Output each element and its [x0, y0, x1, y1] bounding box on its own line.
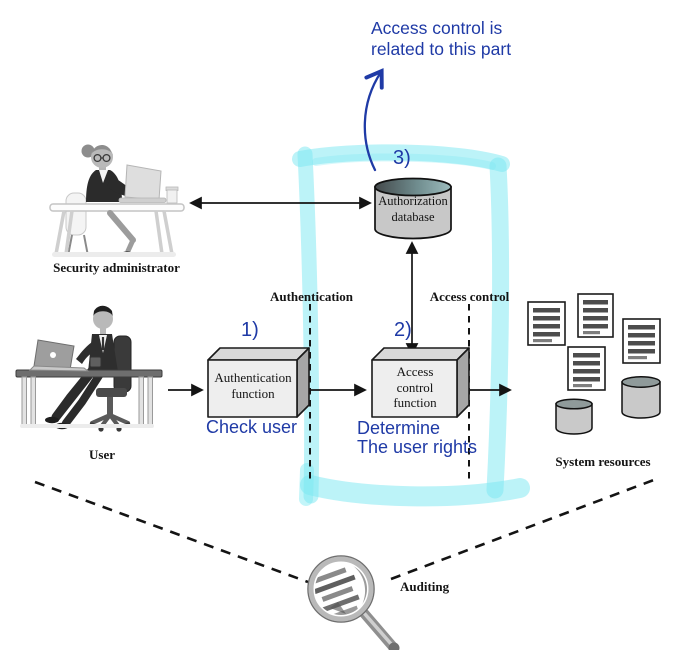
auditing-label: Auditing [400, 579, 450, 594]
user-person [45, 305, 118, 430]
user-label: User [89, 447, 115, 462]
user-desk [15, 369, 163, 378]
step-1-label: 1) [241, 319, 259, 341]
magnifier-icon [307, 555, 400, 650]
security-admin-illustration [49, 144, 185, 257]
determine-caption: Determine The user rights [357, 418, 478, 457]
check-user-caption: Check user [206, 417, 298, 437]
access-control-function-label: Access control function [393, 364, 437, 410]
admin-hair-bun [81, 144, 95, 158]
authentication-function-label: Authentication function [214, 370, 292, 401]
lens-text [315, 563, 367, 615]
system-resources-label: System resources [555, 454, 651, 469]
note-text: Access control is related to this part [371, 18, 546, 60]
authorization-database-label: Authorization database [378, 194, 448, 224]
access-control-phase-label: Access control [429, 289, 510, 304]
document-icon [567, 346, 606, 391]
note-line-1: Access control is [371, 18, 503, 38]
admin-laptop [124, 164, 162, 201]
document-icon [577, 293, 614, 338]
auditing-dashed-line-right [390, 476, 660, 581]
admin-desk [49, 203, 185, 212]
step-2-label: 2) [394, 319, 412, 341]
authentication-function-box [207, 347, 310, 418]
note-arrow [363, 68, 384, 172]
system-resources-icons [527, 293, 661, 435]
document-icon [622, 318, 661, 364]
database-icon [555, 398, 593, 435]
admin-glasses [93, 153, 111, 163]
document-icon [527, 301, 566, 346]
authorization-database-cylinder [374, 177, 452, 240]
user-chair [89, 335, 132, 432]
auditing-dashed-line-left [34, 480, 309, 584]
auditing-dashed-lines [34, 476, 660, 584]
step-3-label: 3) [393, 147, 411, 169]
highlight-region [292, 144, 530, 507]
access-control-function-box [371, 347, 470, 418]
authentication-phase-label: Authentication [269, 289, 354, 304]
user-laptop [28, 339, 90, 372]
user-illustration [15, 305, 163, 432]
note-line-2: related to this part [371, 39, 512, 59]
database-icon [621, 376, 661, 419]
security-admin-label: Security administrator [53, 260, 180, 275]
